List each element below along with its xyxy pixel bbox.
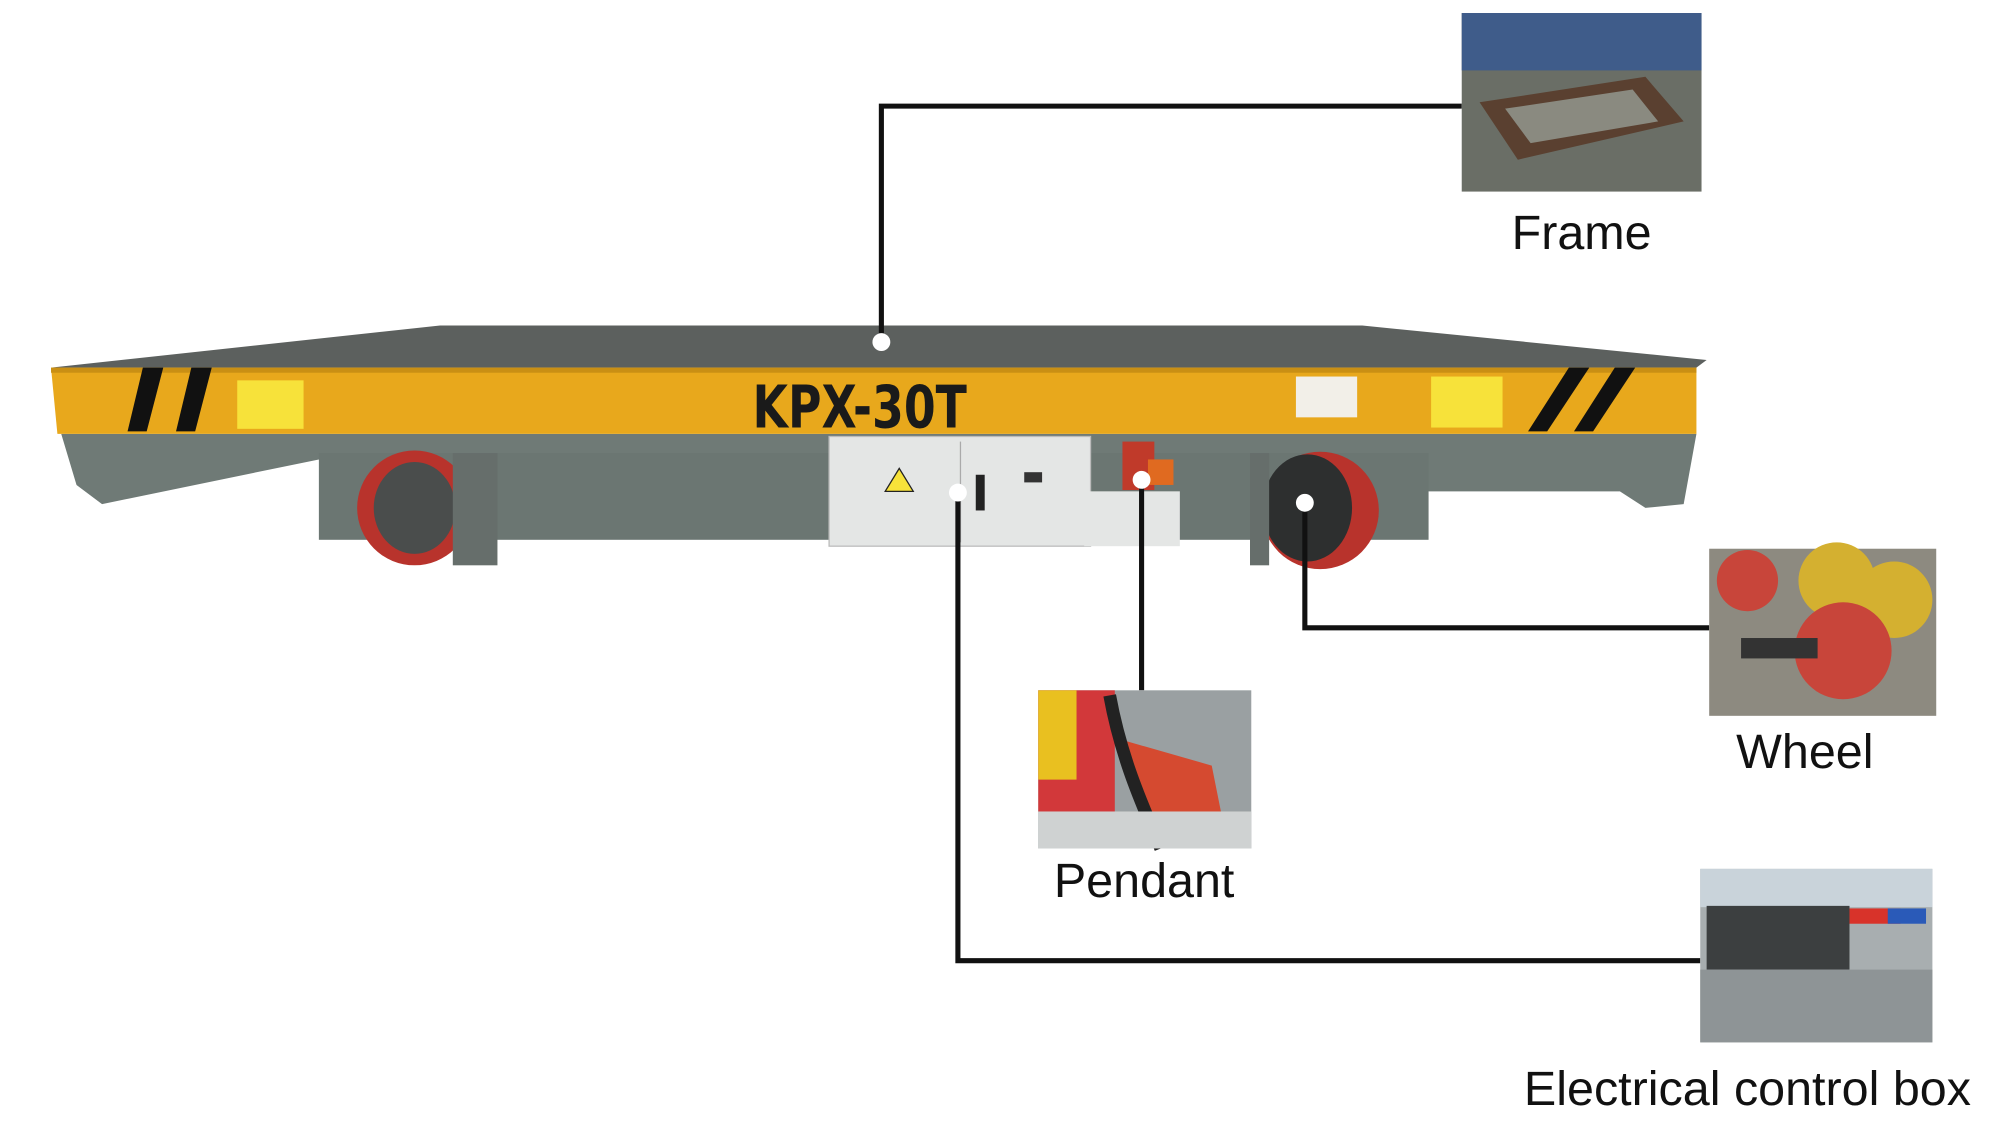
pendant-label: Pendant [1054, 854, 1235, 908]
pendant-photo [1038, 690, 1252, 851]
control-box-leader-line [955, 492, 1701, 964]
wheel-label: Wheel [1736, 725, 1873, 779]
hazard-stripes-left [127, 367, 212, 432]
frame-leader-line [878, 103, 1462, 343]
wheel-leader-line [1302, 502, 1710, 631]
lifting-point-sign-right [1431, 376, 1503, 428]
model-label: KPX-30T [753, 374, 967, 442]
transfer-cart: KPX-30T [51, 325, 1707, 570]
hazard-stripes-right [1528, 367, 1636, 432]
wheel-photo [1709, 542, 1937, 716]
cart-underframe [61, 433, 1697, 508]
frame-photo [1461, 13, 1702, 192]
leader-lines [878, 103, 1710, 964]
lifting-point-sign-left [237, 380, 304, 429]
leader-dots [872, 333, 1314, 512]
cart-yellow-band [51, 367, 1697, 434]
wheel-left [357, 450, 498, 566]
nameplate [1295, 376, 1358, 418]
frame-label: Frame [1512, 206, 1652, 260]
control-box-label: Electrical control box [1524, 1062, 1971, 1116]
control-box-photo [1700, 868, 1933, 1043]
